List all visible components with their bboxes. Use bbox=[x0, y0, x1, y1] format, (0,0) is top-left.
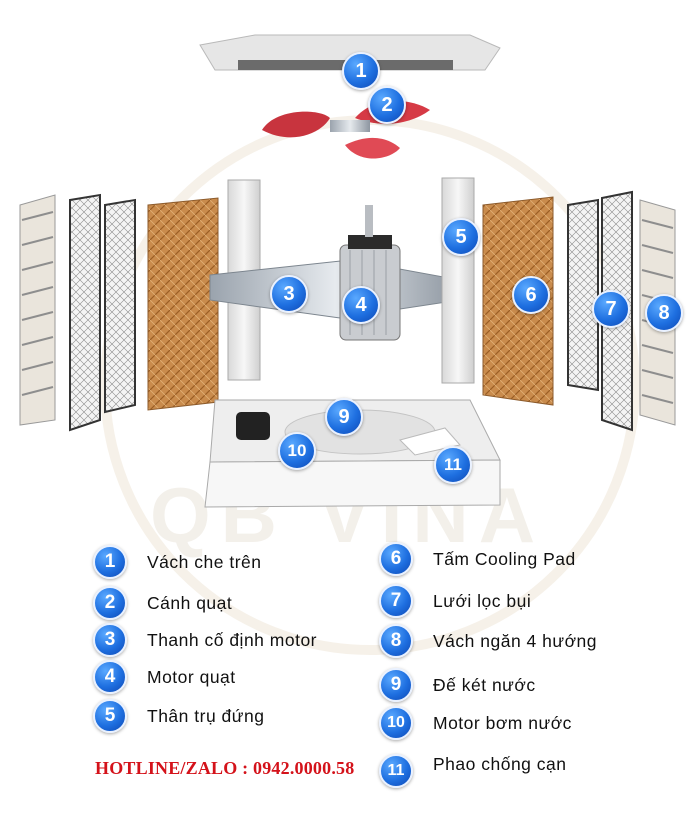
legend-label: Đế két nước bbox=[433, 674, 536, 695]
legend-badge: 8 bbox=[379, 624, 413, 658]
legend-label: Phao chống cạn bbox=[433, 753, 567, 774]
diagram-badge-4: 4 bbox=[342, 286, 380, 324]
diagram-badge-10: 10 bbox=[278, 432, 316, 470]
legend-item-8: 8 Vách ngăn 4 hướng bbox=[379, 624, 597, 658]
legend-badge: 2 bbox=[93, 586, 127, 620]
legend-badge: 1 bbox=[93, 545, 127, 579]
legend-item-6: 6 Tấm Cooling Pad bbox=[379, 542, 576, 576]
legend-label: Vách che trên bbox=[147, 551, 262, 572]
legend-label: Thân trụ đứng bbox=[147, 705, 265, 726]
legend-item-1: 1 Vách che trên bbox=[93, 545, 261, 579]
legend-label: Vách ngăn 4 hướng bbox=[433, 630, 598, 651]
diagram-badge-1: 1 bbox=[342, 52, 380, 90]
diagram-badge-6: 6 bbox=[512, 276, 550, 314]
legend-item-10: 10 Motor bơm nước bbox=[379, 706, 572, 740]
legend-label: Motor bơm nước bbox=[433, 712, 572, 733]
diagram-badge-2: 2 bbox=[368, 86, 406, 124]
hotline-text: HOTLINE/ZALO : 0942.0000.58 bbox=[95, 758, 355, 778]
legend-badge: 5 bbox=[93, 699, 127, 733]
legend-badge: 3 bbox=[93, 623, 127, 657]
legend-label: Thanh cố định motor bbox=[147, 629, 318, 650]
legend-badge: 11 bbox=[379, 754, 413, 788]
diagram-badge-7: 7 bbox=[592, 290, 630, 328]
legend-item-2: 2 Cánh quạt bbox=[93, 586, 232, 620]
diagram-badge-9: 9 bbox=[325, 398, 363, 436]
legend-item-9: 9 Đế két nước bbox=[379, 668, 536, 702]
left-louver bbox=[19, 194, 56, 426]
legend-label: Cánh quạt bbox=[147, 592, 233, 613]
legend-badge: 10 bbox=[379, 706, 413, 740]
left-pad bbox=[147, 197, 219, 411]
diagram-badge-8: 8 bbox=[645, 294, 683, 332]
legend-badge: 4 bbox=[93, 660, 127, 694]
right-column bbox=[441, 177, 475, 384]
legend-label: Tấm Cooling Pad bbox=[433, 548, 576, 569]
diagram-badge-3: 3 bbox=[270, 275, 308, 313]
diagram-badge-11: 11 bbox=[434, 446, 472, 484]
legend-item-11: 11 Phao chống cạn bbox=[379, 754, 567, 788]
legend-label: Lưới lọc bụi bbox=[433, 590, 532, 611]
legend-badge: 7 bbox=[379, 584, 413, 618]
legend-item-7: 7 Lưới lọc bụi bbox=[379, 584, 531, 618]
diagram-badge-5: 5 bbox=[442, 218, 480, 256]
legend-badge: 6 bbox=[379, 542, 413, 576]
legend-item-3: 3 Thanh cố định motor bbox=[93, 623, 317, 657]
legend-item-4: 4 Motor quạt bbox=[93, 660, 236, 694]
left-filters bbox=[69, 193, 136, 432]
legend-item-5: 5 Thân trụ đứng bbox=[93, 699, 264, 733]
right-filters bbox=[567, 190, 633, 432]
legend-badge: 9 bbox=[379, 668, 413, 702]
legend-label: Motor quạt bbox=[147, 666, 236, 687]
